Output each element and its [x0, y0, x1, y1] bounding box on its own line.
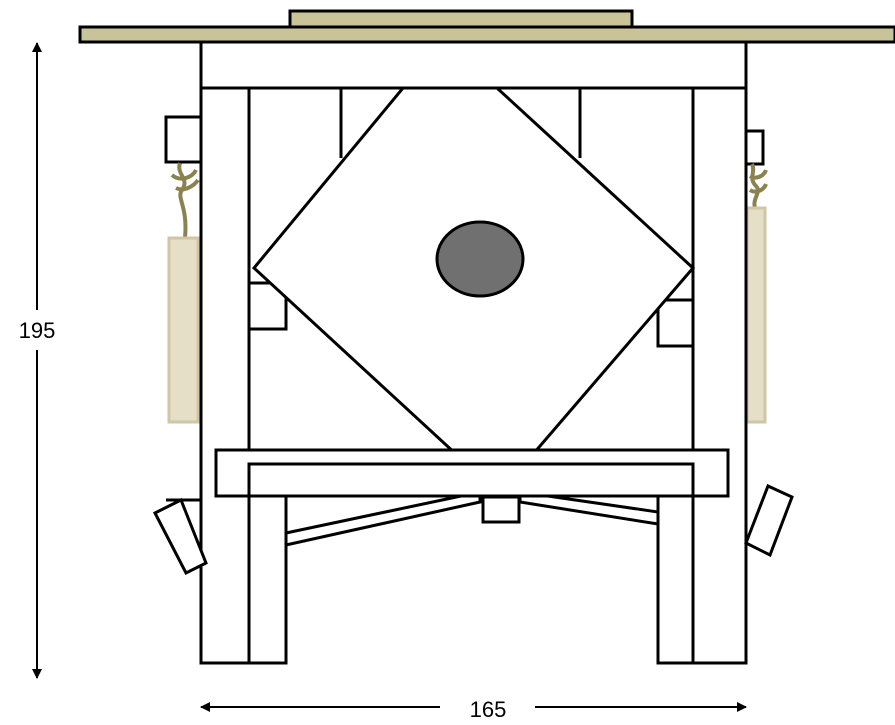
left-hanging-panel — [167, 236, 200, 424]
left-bracket — [164, 115, 203, 164]
top-cap — [288, 9, 634, 29]
left-side-block — [247, 281, 288, 331]
frame-top-beam — [199, 40, 748, 90]
right-side-block — [656, 298, 695, 348]
width-label: 165 — [470, 697, 507, 722]
lower-left-leg — [247, 466, 288, 665]
top-plank — [78, 25, 895, 44]
right-rope — [748, 163, 768, 209]
cross-brace-left — [284, 490, 482, 547]
left-foot — [152, 497, 208, 576]
left-rope — [170, 162, 200, 239]
right-foot — [744, 483, 794, 558]
right-hanging-panel — [745, 206, 767, 424]
horizontal-beam-inner — [247, 462, 695, 498]
frame-right-post — [691, 86, 748, 665]
height-label: 195 — [19, 318, 56, 343]
lower-right-leg — [656, 466, 695, 665]
frame-left-post — [199, 86, 251, 665]
center-block — [481, 495, 521, 524]
central-hole — [435, 220, 525, 298]
